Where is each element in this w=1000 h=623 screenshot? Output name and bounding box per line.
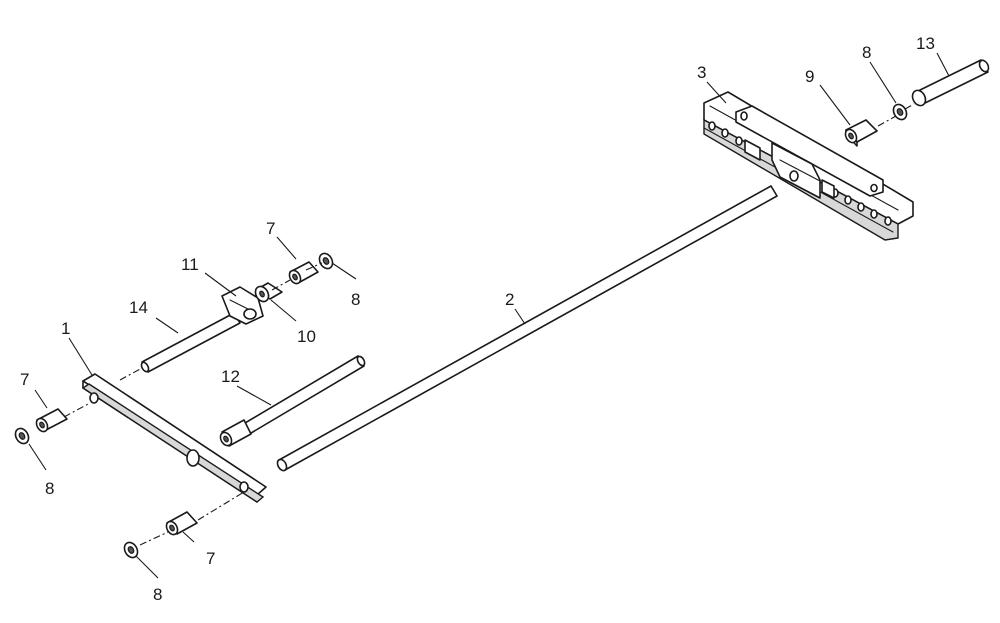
part-8-washer-upper — [318, 252, 334, 270]
part-8-washer-upper-right — [892, 103, 908, 121]
assembly-center-lines — [63, 103, 915, 546]
part-7-spacer-left — [35, 408, 68, 433]
callout-7-left: 7 — [20, 370, 29, 389]
part-13-pin — [911, 59, 990, 107]
part-7-spacer-bottom — [165, 511, 198, 536]
callout-14: 14 — [129, 298, 148, 317]
part-14-short-rod — [140, 312, 241, 373]
callout-7-bottom: 7 — [206, 549, 215, 568]
callout-1: 1 — [61, 319, 70, 338]
callout-2: 2 — [505, 290, 514, 309]
callout-11: 11 — [181, 255, 199, 274]
callout-12: 12 — [221, 367, 240, 386]
part-10-bushing — [254, 282, 283, 303]
part-3-bracket-assembly — [703, 91, 914, 241]
leader-lines — [28, 52, 950, 579]
part-2-long-rod — [276, 185, 778, 472]
callout-3: 3 — [697, 63, 706, 82]
callout-labels: 1 2 3 7 7 7 8 8 8 8 9 10 11 12 13 14 — [20, 34, 935, 604]
part-12-rod-with-sleeve — [219, 355, 366, 447]
part-8-washer-left — [14, 427, 30, 445]
part-11-clip — [221, 286, 264, 325]
callout-8-left: 8 — [45, 479, 54, 498]
callout-10: 10 — [297, 327, 316, 346]
part-1-left-bracket — [81, 373, 267, 503]
part-9-spacer — [844, 119, 878, 147]
part-7-spacer-upper — [288, 261, 319, 285]
callout-8-bottom: 8 — [153, 585, 162, 604]
callout-9: 9 — [805, 67, 814, 86]
part-8-washer-bottom — [123, 541, 139, 559]
callout-8-upper-right: 8 — [862, 43, 871, 62]
callout-7-upper: 7 — [266, 219, 275, 238]
callout-13: 13 — [916, 34, 935, 53]
callout-8-upper: 8 — [351, 290, 360, 309]
